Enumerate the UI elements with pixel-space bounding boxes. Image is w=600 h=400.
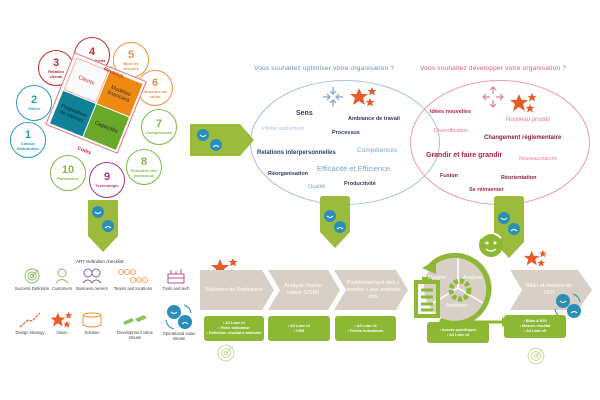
canvas-circle-8: 8 Evolution des processus [126, 149, 162, 185]
word-reorientation: Réorientation [501, 175, 537, 181]
stars-icon [350, 86, 378, 108]
expand-arrows-icon [482, 86, 504, 108]
word-ambiance: Ambiance de travail [348, 116, 400, 122]
canvas-circle-7: 7 Compétences [141, 109, 177, 145]
cycle-mesurer: Mesurer [428, 275, 447, 281]
target-icon [527, 347, 545, 365]
stars-icon [510, 92, 538, 114]
checklist-item-design-strategy: Design strategy [10, 310, 50, 335]
checklist-item-customers: Customers [42, 266, 82, 291]
word-processus: Processus [332, 130, 360, 136]
chevron-3 [334, 270, 408, 310]
word-productivite: Productivité [344, 181, 376, 187]
checklist-item-solution: Solution [72, 310, 112, 335]
deliverables-step-1: • A3 Lean v1 • Fiche indicateur • Défini… [204, 316, 264, 341]
step-positionnement-sondes: Positionnement des « sondes » aux endroi… [346, 279, 400, 300]
word-idees: Idées nouvelles [430, 109, 471, 115]
checklist-item-teams: Teams and locations [113, 266, 153, 291]
word-reorganisation: Réorganisation [268, 171, 309, 177]
chevron-1 [200, 270, 274, 310]
tools-icon [167, 269, 185, 284]
develop-question: Vous souhaitez développer votre organisa… [420, 65, 567, 72]
smiley-tag-right [190, 124, 254, 156]
teams-icon [118, 269, 148, 283]
step-analyse-vsm: Analyse chaîne valeur (VSM) [284, 283, 322, 296]
smiley-tag-down-center [320, 196, 350, 248]
process-chevrons [200, 270, 600, 310]
smiley-tag-down-left [88, 200, 118, 252]
word-relations: Relations interpersonnelles [257, 150, 336, 156]
word-se-reinventer: Se réinventer [469, 187, 504, 193]
word-nouveau-produit: Nouveau produit [506, 117, 551, 123]
word-piloter: Piloter autrement [262, 126, 304, 132]
compress-arrows-icon [322, 86, 344, 108]
canvas-circle-9: 9 Technologie [89, 162, 125, 198]
word-efficacite: Efficacité et Efficience [317, 164, 391, 173]
deliverables-step-4: • Assets spécifiques • A3 Lean v4 [427, 322, 489, 343]
deliverables-step-3: • A3 Lean v3 • Fiches indicateurs [335, 316, 396, 341]
step-selection-indicateur: Sélection de l'indicateur [205, 286, 263, 293]
word-qualite: Qualité [308, 184, 326, 190]
target-icon [24, 268, 40, 284]
word-changement: Changement réglementaire [484, 135, 562, 141]
canvas-circle-1: 1 Canaux distribution [10, 122, 46, 158]
stars-icon [50, 311, 73, 328]
word-grandir: Grandir et faire grandir [426, 152, 503, 159]
solution-icon [82, 312, 102, 328]
cycle-analyser: Analyser [463, 275, 483, 281]
dev-stream-icon [123, 315, 147, 325]
deliverables-step-2: • A3 Lean v2 • VSM [268, 316, 330, 341]
checklist-item-op-value-stream: Operational value stream [156, 303, 202, 341]
word-competences: Compétences [357, 147, 398, 154]
optimise-question: Vous souhaitez optimiser votre organisat… [254, 65, 395, 72]
checklist-item-dev-value-stream: Development value stream [112, 310, 158, 340]
customer-icon [55, 268, 69, 284]
target-icon [217, 344, 235, 362]
checklist-item-tools: Tools and tech [156, 266, 196, 291]
deliverables-step-5: • Bilan & ROI • Mesure résultat • A3 Lea… [504, 315, 566, 338]
checklist-title: ART Definition checklist: [76, 259, 125, 264]
canvas-circle-2: 2 Offres [16, 85, 52, 121]
word-sens: Sens [296, 110, 313, 117]
checklist-item-vision: Vision [42, 310, 82, 335]
checklist-item-success-definition: Success Definition [12, 266, 52, 291]
smiley-cycle-icon [165, 304, 192, 330]
step-bilan-roi: Bilan et mesure du ROI [526, 283, 572, 296]
word-diversification: Diversification [434, 128, 469, 134]
smiley-cycle-icon [553, 292, 583, 320]
chevron-2 [268, 270, 340, 310]
business-owners-icon [82, 268, 102, 284]
checklist-item-business-owners: Business owners [72, 266, 112, 291]
cycle-ameliorer: Améliorer [446, 303, 468, 309]
person-icon [475, 228, 509, 262]
stars-icon [524, 249, 548, 268]
canvas-circle-10: 10 Partenaires [50, 155, 86, 191]
word-nouveau-marche: Nouveau marché [519, 156, 558, 162]
couts-label: Coûts [76, 145, 92, 157]
design-strategy-icon [19, 312, 41, 328]
word-fusion: Fusion [440, 173, 459, 179]
chevron-5 [510, 270, 592, 310]
